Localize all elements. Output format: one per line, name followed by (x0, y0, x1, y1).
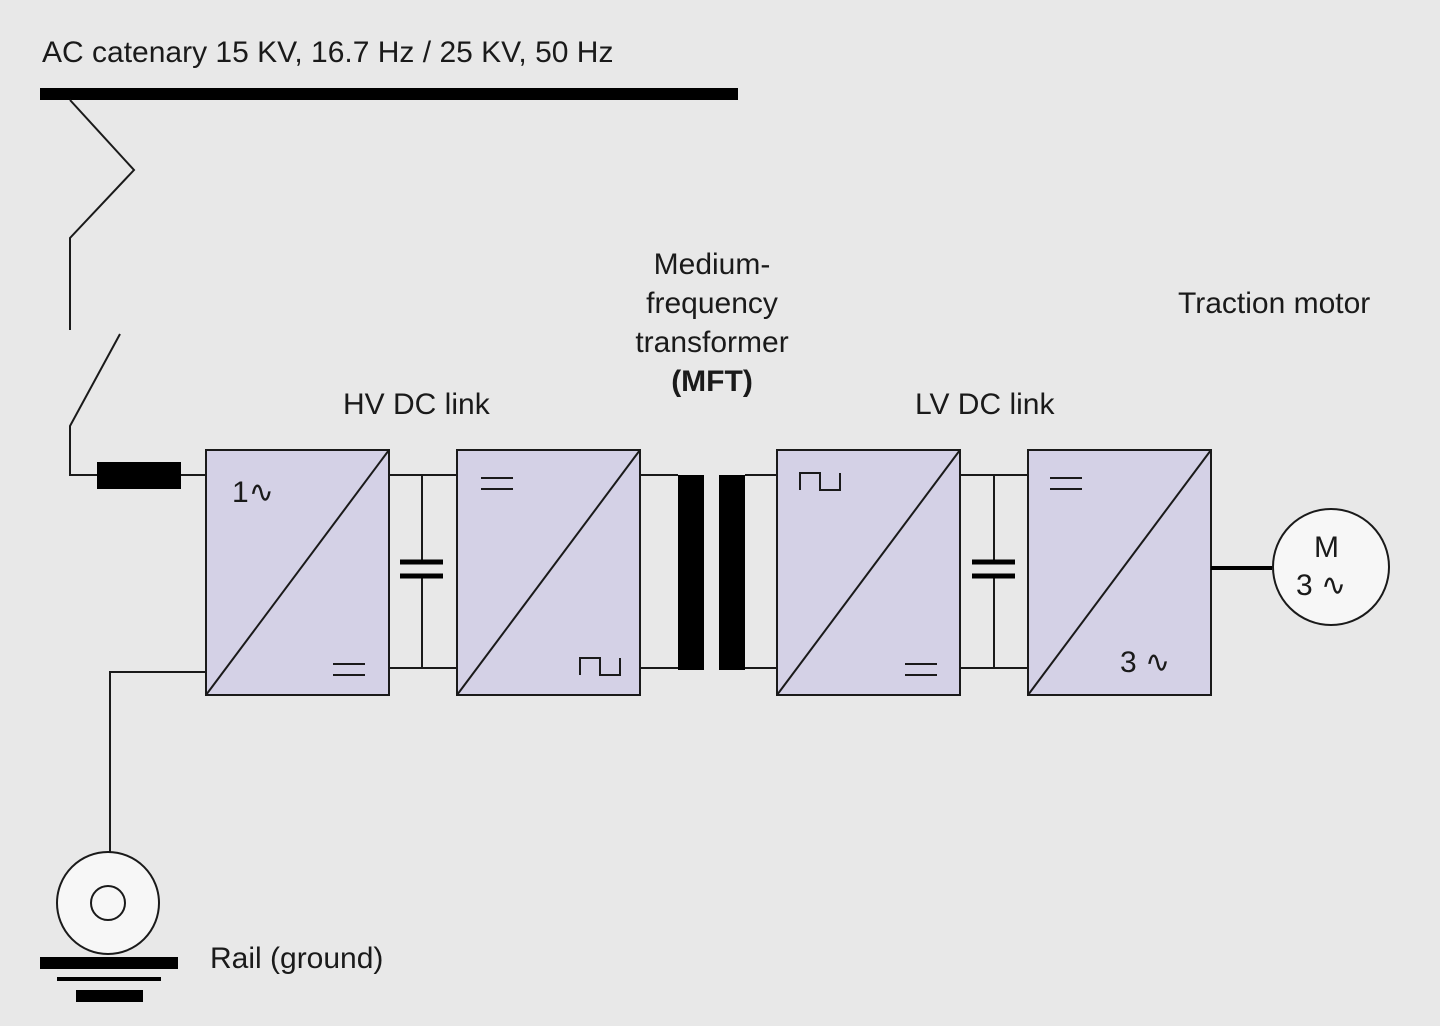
square-wave-icon (579, 657, 621, 676)
main-switch (69, 333, 121, 476)
mft-label-line: transformer (635, 326, 789, 359)
catenary-label: AC catenary 15 KV, 16.7 Hz / 25 KV, 50 H… (42, 36, 614, 69)
dc-symbol-3 (905, 663, 937, 676)
mft-label-line: frequency (646, 287, 778, 320)
motor-phases: 3 ∿ (1296, 571, 1346, 601)
dc-symbol-4 (1050, 477, 1082, 490)
lv-dc-link-capacitor (960, 474, 1028, 669)
rail-label: Rail (ground) (210, 942, 384, 975)
dc-symbol-1 (333, 663, 365, 676)
mft-label: Medium- frequency transformer (MFT) (635, 245, 788, 401)
rail-wheel (56, 851, 160, 955)
pantograph (69, 99, 136, 330)
phase-count: 1 (232, 476, 249, 509)
sine-icon: ∿ (1321, 569, 1347, 602)
lv-dc-link-label: LV DC link (915, 388, 1055, 421)
mft-label-abbrev: (MFT) (671, 365, 753, 398)
hv-dc-link-capacitor (389, 474, 457, 669)
mft-label-line: Medium- (653, 248, 771, 281)
mft-transformer (640, 474, 777, 670)
converter-3 (776, 449, 961, 696)
traction-motor-label: Traction motor (1178, 287, 1371, 320)
motor-phase-count: 3 (1296, 569, 1313, 602)
sine-icon: ∿ (248, 476, 274, 509)
motor-letter: M (1314, 531, 1339, 564)
dc-symbol-2 (481, 477, 513, 490)
phase-count: 3 (1120, 646, 1137, 679)
hv-dc-link-label: HV DC link (343, 388, 490, 421)
ground-symbol (40, 957, 178, 1002)
line-breaker (97, 462, 181, 489)
ac-1phase-symbol: 1∿ (232, 478, 274, 508)
traction-motor-circle (1272, 508, 1390, 626)
converter-4 (1027, 449, 1212, 696)
square-wave-icon (799, 472, 841, 491)
ac-3phase-symbol: 3 ∿ (1120, 648, 1170, 678)
converter-2 (456, 449, 641, 696)
converter-1 (205, 449, 390, 696)
return-wire (109, 671, 206, 852)
sine-icon: ∿ (1145, 646, 1171, 679)
